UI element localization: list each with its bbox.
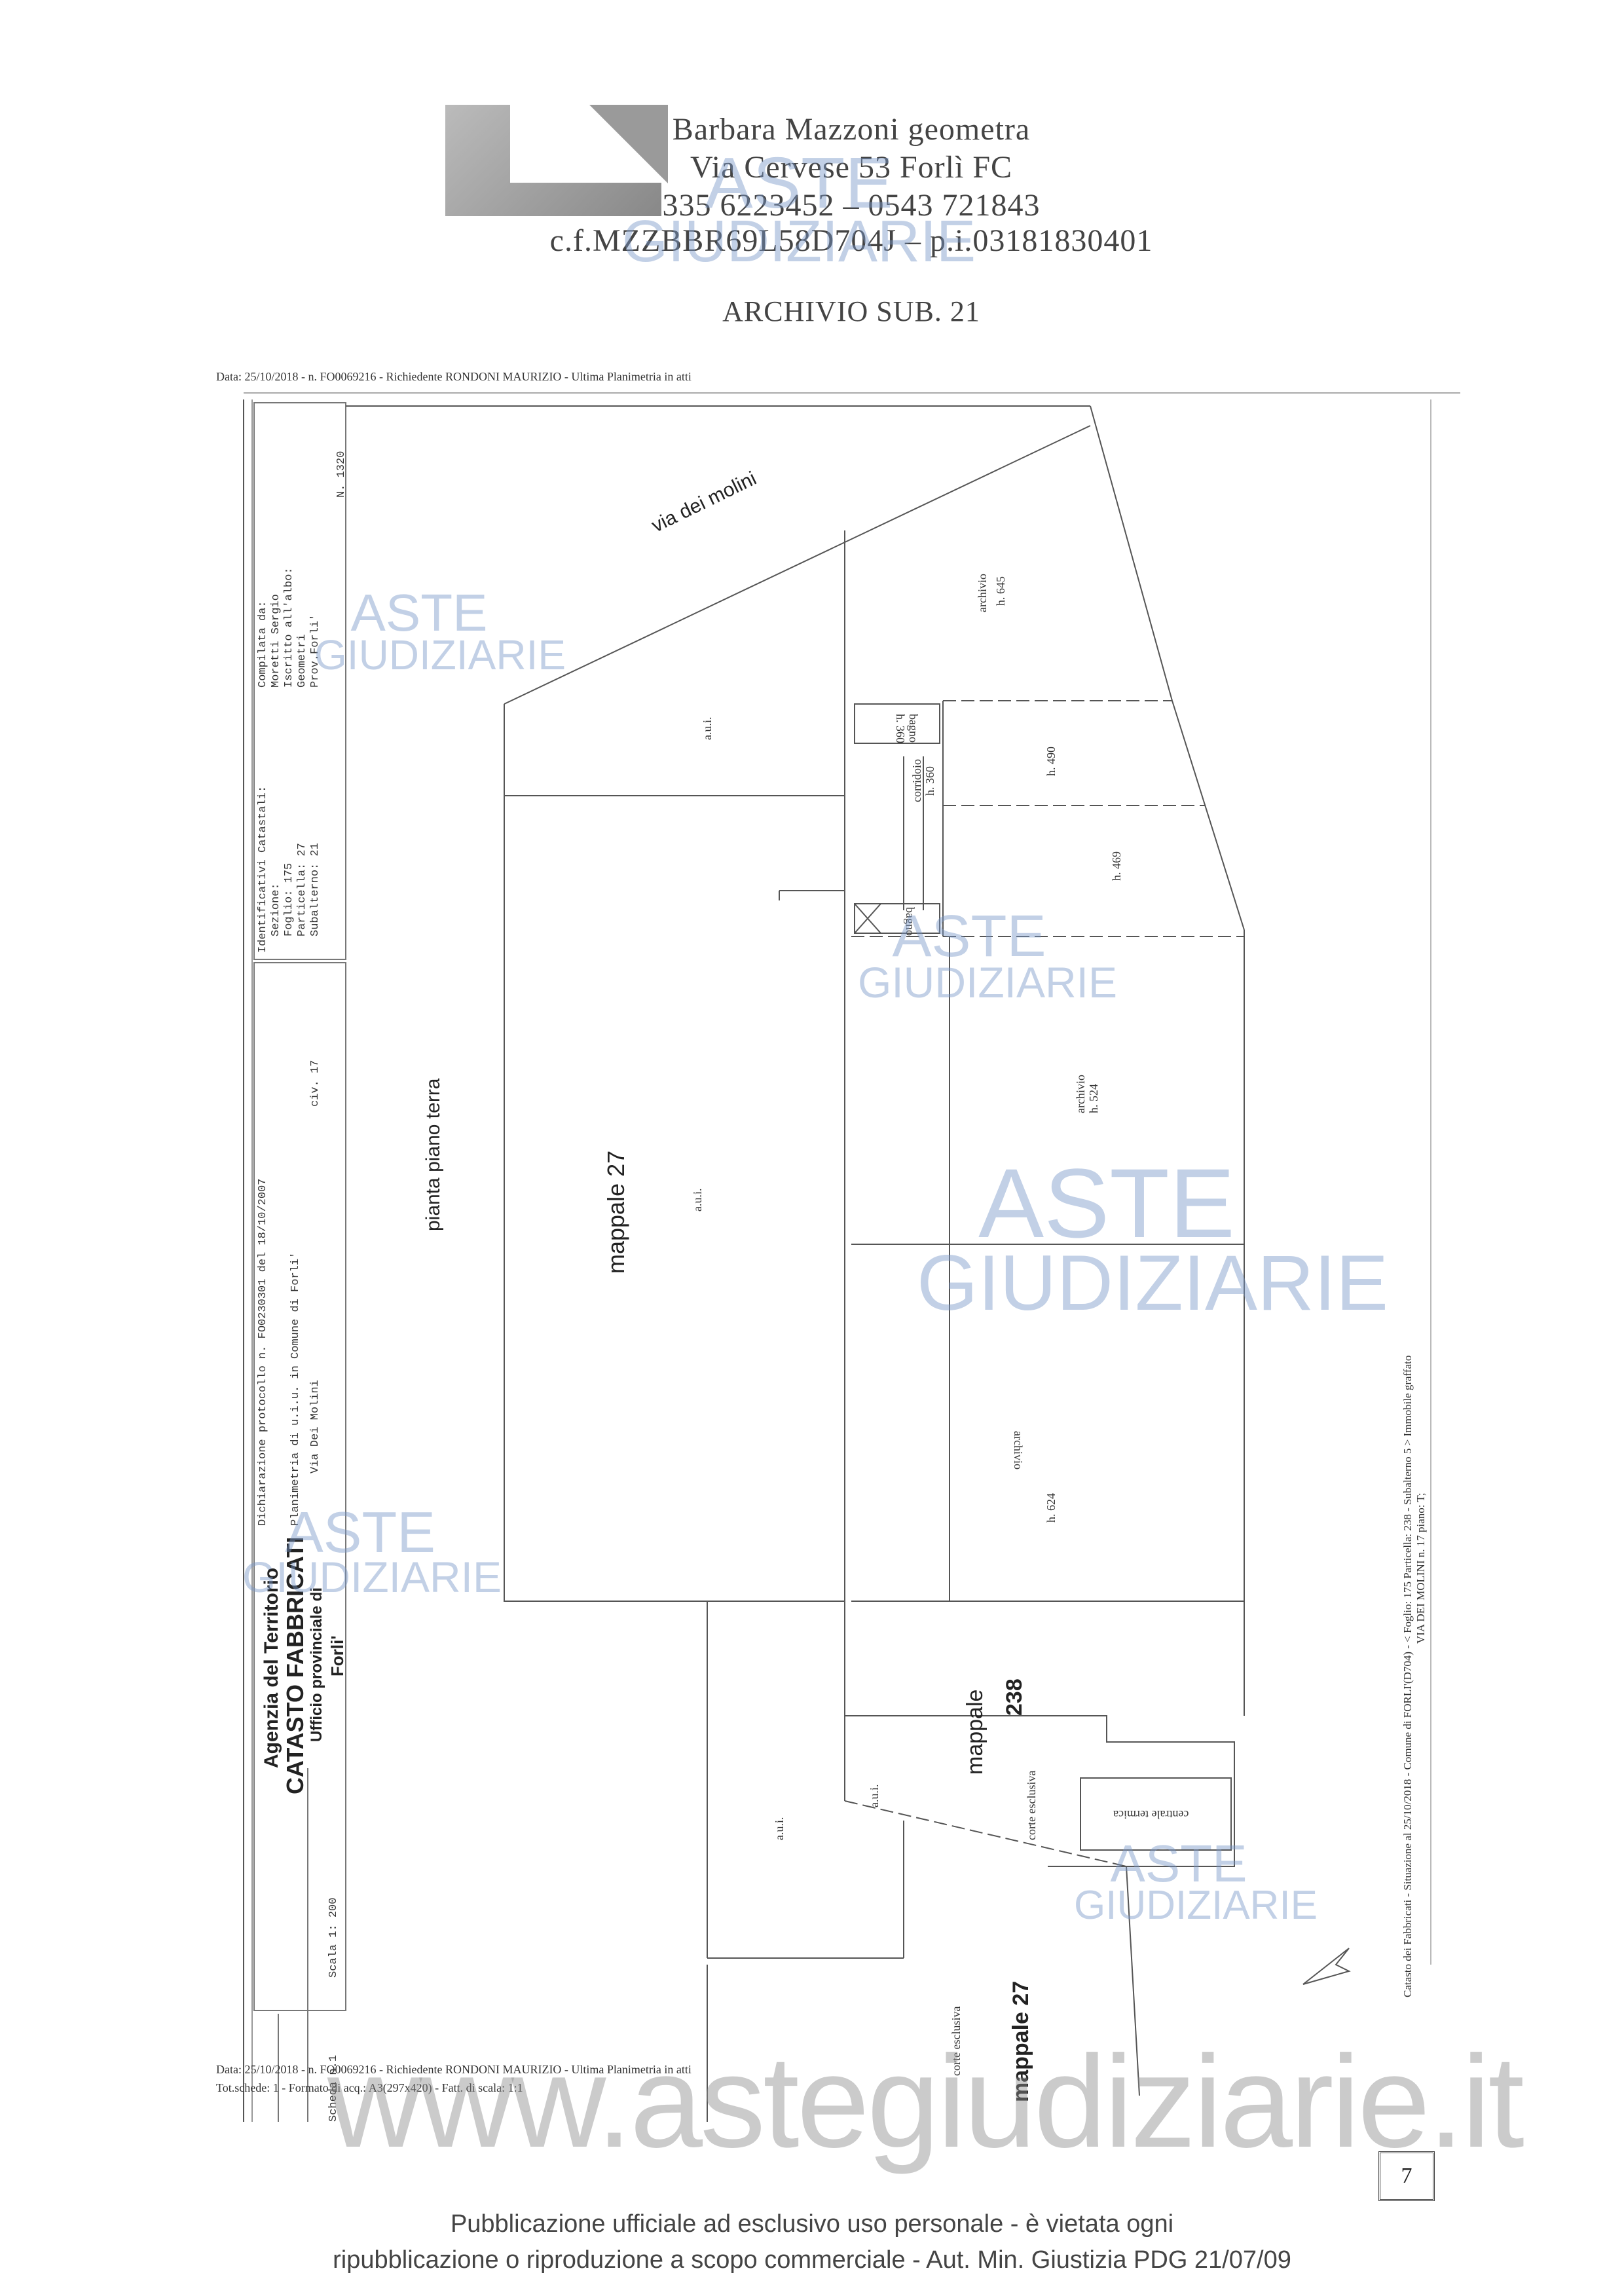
footer-line-2: ripubblicazione o riproduzione a scopo c… xyxy=(333,2246,1291,2274)
bottom-note-2: Tot.schede: 1 - Formato di acq.: A3(297x… xyxy=(216,2081,523,2094)
ident-particella: Particella: 27 xyxy=(296,843,308,936)
page-number: 7 xyxy=(1378,2151,1435,2201)
pianta-label: pianta piano terra xyxy=(422,1078,444,1232)
header-fiscal: c.f.MZZBBR69L58D704J – p.i.03181830401 xyxy=(549,223,1153,258)
room-height-360: h. 360 xyxy=(923,766,936,796)
top-note: Data: 25/10/2018 - n. FO0069216 - Richie… xyxy=(216,370,692,383)
mappale-27-label: mappale 27 xyxy=(602,1150,629,1274)
watermark-small: ASTE GIUDIZIARIE xyxy=(314,583,566,678)
dichiarazione: Dichiarazione protocollo n. FO0230301 de… xyxy=(257,1178,269,1527)
header-address: Via Cervese 53 Forlì FC xyxy=(690,150,1013,185)
aui-label: a.u.i. xyxy=(868,1784,881,1808)
room-height-624: h. 624 xyxy=(1044,1493,1058,1523)
ident-subalterno: Subalterno: 21 xyxy=(309,843,322,936)
header-phone: 335 6223452 – 0543 721843 xyxy=(662,188,1041,223)
mappale-238-label-a: mappale xyxy=(963,1689,987,1775)
aui-label: a.u.i. xyxy=(773,1817,786,1841)
room-height-360: h. 360 xyxy=(894,714,907,743)
cadastral-note-line2: VIA DEI MOLINI n. 17 piano: T; xyxy=(1414,1492,1427,1644)
watermark-small: ASTE GIUDIZIARIE xyxy=(858,904,1118,1007)
room-height-645: h. 645 xyxy=(994,576,1007,606)
aui-label: a.u.i. xyxy=(691,1188,704,1212)
room-archivio-label: archivio xyxy=(1074,1075,1087,1113)
planimetria: Planimetria di u.i.u. in Comune di Forli… xyxy=(289,1251,302,1526)
agency-ufficio: Ufficio provinciale di xyxy=(308,1587,325,1742)
watermark-header: ASTE GIUDIZIARIE xyxy=(621,143,976,274)
room-bagno-label: bagno xyxy=(907,714,920,743)
compilatore-nome: Moretti Sergio xyxy=(270,594,282,688)
aui-label: a.u.i. xyxy=(701,716,714,741)
watermark-large: ASTE GIUDIZIARIE xyxy=(917,1148,1389,1327)
room-height-490: h. 490 xyxy=(1044,747,1058,776)
centrale-termica-label: centrale termica xyxy=(1113,1808,1189,1821)
watermark-small: ASTE GIUDIZIARIE xyxy=(242,1500,502,1602)
room-height-524: h. 524 xyxy=(1087,1084,1100,1113)
iscritto-albo: Iscritto all'albo: xyxy=(283,567,295,688)
header-archivio: ARCHIVIO SUB. 21 xyxy=(722,295,980,327)
bottom-note-1: Data: 25/10/2018 - n. FO0069216 - Richie… xyxy=(216,2063,692,2076)
compilata: Compilata da: xyxy=(257,601,269,688)
agency-forli: Forli' xyxy=(327,1635,347,1676)
room-archivio-label: archivio xyxy=(976,574,989,612)
room-corridoio-label: corridoio xyxy=(910,759,923,802)
ident-sezione: Sezione: xyxy=(270,883,282,936)
room-height-469: h. 469 xyxy=(1110,851,1123,881)
room-archivio-label: archivio xyxy=(1012,1431,1025,1470)
watermark-site: www.astegiudiziarie.it xyxy=(327,2029,1524,2175)
ident-title: Identificativi Catastali: xyxy=(257,785,269,953)
albo: Geometri xyxy=(296,634,308,688)
corte-esclusiva-label: corte esclusiva xyxy=(1025,1770,1038,1840)
mappale-238-label-b: 238 xyxy=(1002,1678,1027,1716)
watermark-small: ASTE GIUDIZIARIE xyxy=(1074,1834,1318,1928)
ident-foglio: Foglio: 175 xyxy=(283,862,295,936)
footer-line-1: Pubblicazione ufficiale ad esclusivo uso… xyxy=(450,2210,1174,2238)
cadastral-note-line1: Catasto dei Fabbricati - Situazione al 2… xyxy=(1401,1355,1414,1997)
civ-label: civ. 17 xyxy=(309,1060,322,1107)
iscrizione-numero: N. 1320 xyxy=(335,451,348,498)
header-name: Barbara Mazzoni geometra xyxy=(672,112,1031,147)
scala: Scala 1: 200 xyxy=(327,1897,340,1978)
via-label: Via Dei Molini xyxy=(309,1380,322,1473)
